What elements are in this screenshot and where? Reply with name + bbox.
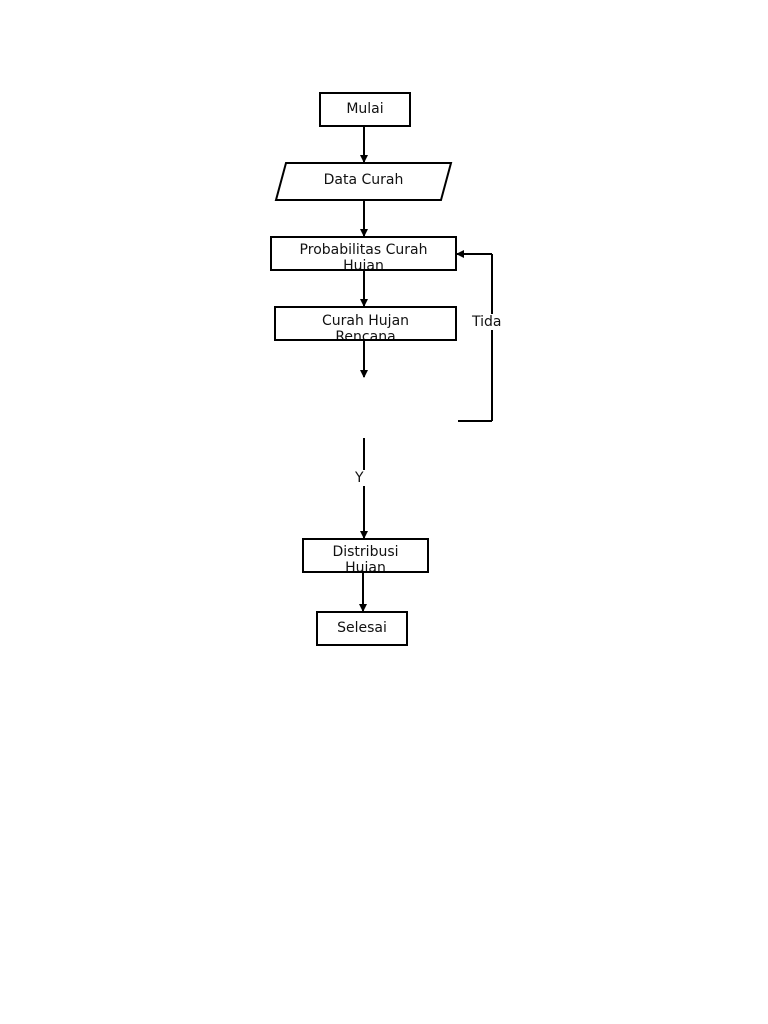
probability-label: Probabilitas Curah — [299, 242, 428, 258]
probability-label-overflow: Hujan — [343, 258, 384, 269]
no-branch-label: Tida — [471, 314, 503, 330]
rainfall-label: Curah Hujan — [321, 313, 410, 329]
data-input-parallelogram — [274, 162, 453, 201]
end-terminal — [316, 611, 408, 646]
rainfall-label-box: Curah Hujan Rencana — [276, 313, 455, 339]
start-label: Mulai — [346, 101, 384, 117]
data-input-label: Data Curah — [323, 172, 404, 188]
rainfall-process-box — [274, 306, 457, 341]
distribution-label: Distribusi — [332, 544, 399, 560]
yes-branch-label: Y — [354, 470, 365, 486]
end-label: Selesai — [337, 620, 387, 636]
distribution-label-overflow: Hujan — [345, 560, 386, 571]
rainfall-label-overflow: Rencana — [335, 329, 396, 339]
probability-label-box: Probabilitas Curah Hujan — [272, 242, 455, 269]
distribution-label-box: Distribusi Hujan — [304, 544, 427, 571]
distribution-process-box — [302, 538, 429, 573]
